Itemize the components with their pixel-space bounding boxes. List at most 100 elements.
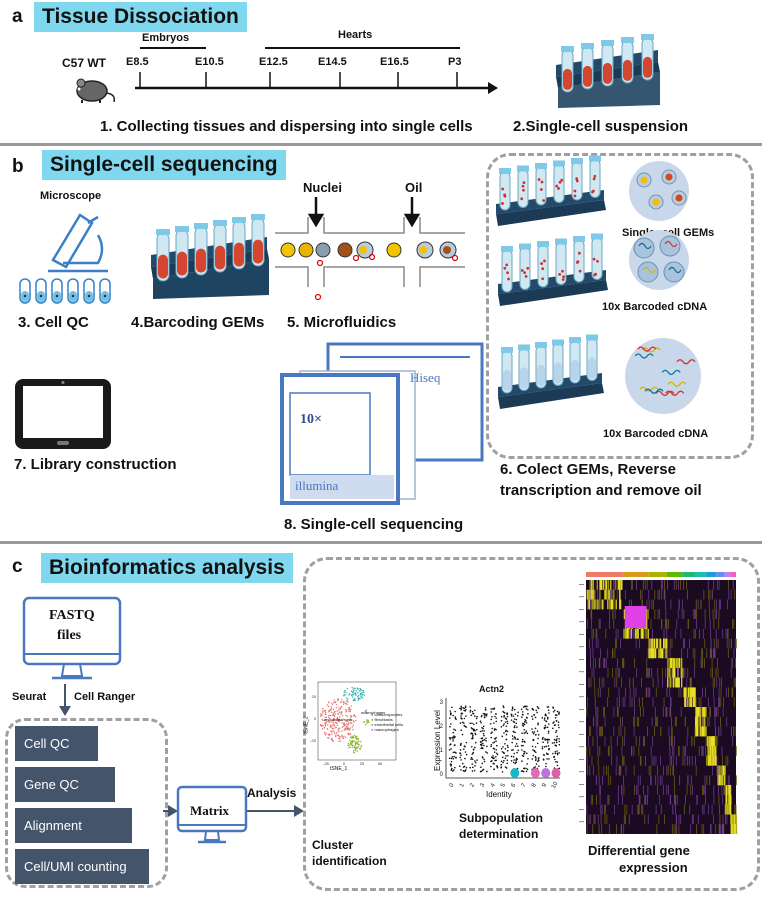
- scatter-point: [353, 740, 355, 742]
- violin-point: [552, 727, 554, 730]
- scatter-point: [347, 723, 349, 725]
- panel-a-letter: a: [12, 6, 23, 27]
- violin-point: [462, 706, 464, 709]
- violin-point: [522, 755, 525, 757]
- scatter-point: [335, 722, 338, 724]
- violin-point: [463, 765, 466, 768]
- legend-entry: ● fibroblasts: [371, 717, 393, 722]
- scatter-point: [356, 687, 359, 690]
- violin-point: [460, 754, 462, 756]
- row-label: [579, 796, 584, 798]
- scatter-point: [350, 716, 352, 718]
- cluster-bar: [724, 572, 731, 577]
- scatter-point: [353, 734, 356, 737]
- violin-point: [460, 715, 462, 717]
- scatter-point: [334, 721, 337, 724]
- scatter-point: [325, 714, 327, 716]
- violin-point: [515, 758, 518, 760]
- violin-point: [503, 732, 505, 734]
- violin-point: [526, 732, 529, 735]
- violin-point: [516, 715, 519, 717]
- violin-point: [514, 745, 517, 747]
- violin-point: [492, 755, 494, 757]
- scatter-point: [332, 713, 335, 715]
- scatter-point: [351, 691, 354, 694]
- scatter-point: [326, 728, 329, 730]
- scatter-point: [337, 734, 339, 736]
- violin-point: [525, 730, 528, 732]
- violin-point: [535, 758, 537, 760]
- mouse-label: C57 WT: [62, 56, 107, 70]
- violin-point: [504, 730, 507, 733]
- violin-point: [545, 714, 547, 717]
- row-label: [579, 734, 584, 735]
- subpop-label-2: determination: [459, 827, 539, 841]
- violin-point: [527, 757, 529, 760]
- scatter-point: [341, 735, 343, 738]
- violin-point: [556, 761, 559, 763]
- violin-point: [546, 741, 549, 744]
- violin-point: [490, 718, 493, 721]
- legend-entry: ● macrophages: [371, 727, 399, 732]
- violin-point: [501, 735, 504, 738]
- scatter-point: [351, 694, 353, 697]
- violin-point: [526, 717, 528, 719]
- matrix-label: Matrix: [190, 803, 229, 818]
- violin-point: [556, 735, 558, 738]
- violin-point: [459, 707, 461, 710]
- violin-point: [533, 750, 536, 752]
- violin-point: [503, 716, 505, 718]
- scatter-point: [322, 724, 324, 727]
- violin-point: [496, 765, 499, 768]
- scatter-point: [347, 709, 350, 711]
- monitor-icon: [22, 596, 122, 680]
- violin-point: [542, 736, 544, 739]
- violin-point: [522, 744, 524, 747]
- violin-point: [480, 766, 482, 768]
- scatter-point: [353, 690, 355, 692]
- violin-point: [469, 706, 472, 708]
- violin-point: [513, 726, 516, 728]
- violin-point: [450, 757, 453, 760]
- cluster-bar: [682, 572, 695, 577]
- timepoint-label: E12.5: [259, 56, 288, 68]
- violin-point: [493, 729, 496, 731]
- scatter-point: [366, 721, 368, 723]
- scatter-point: [351, 736, 354, 738]
- scatter-point: [352, 750, 355, 752]
- scatter-point: [320, 715, 322, 717]
- violin-point: [548, 723, 550, 725]
- scatter-point: [355, 690, 358, 692]
- violin-point: [494, 727, 496, 730]
- scatter-point: [341, 705, 343, 708]
- violin-point: [460, 708, 463, 711]
- scatter-point: [328, 709, 330, 712]
- scatter-point: [352, 728, 354, 731]
- violin-point: [558, 743, 561, 746]
- scatter-point: [362, 689, 365, 692]
- violin-point: [481, 714, 483, 717]
- scatter-point: [336, 719, 338, 722]
- violin-point: [545, 745, 548, 748]
- violin-point: [511, 749, 513, 751]
- scatter-point: [349, 727, 352, 729]
- violin-point: [470, 758, 472, 760]
- cluster-bar: [586, 572, 623, 577]
- violin-point: [538, 765, 540, 767]
- scatter-point: [324, 719, 326, 722]
- violin-point: [471, 722, 473, 725]
- violin-point: [480, 744, 483, 747]
- step6-label: 6. Colect GEMs, Reverse transcription an…: [500, 461, 702, 499]
- scatter-point: [339, 735, 341, 738]
- violin-point: [452, 751, 455, 754]
- pipeline-step: Cell/UMI counting: [15, 849, 149, 884]
- violin-point: [541, 746, 544, 748]
- scatter-point: [333, 732, 336, 734]
- cdna-circle-icon: [629, 230, 689, 290]
- scatter-point: [327, 705, 330, 708]
- microscope-label: Microscope: [40, 190, 102, 202]
- scatter-point: [330, 721, 332, 723]
- scatter-point: [334, 727, 336, 729]
- violin-point: [448, 757, 451, 760]
